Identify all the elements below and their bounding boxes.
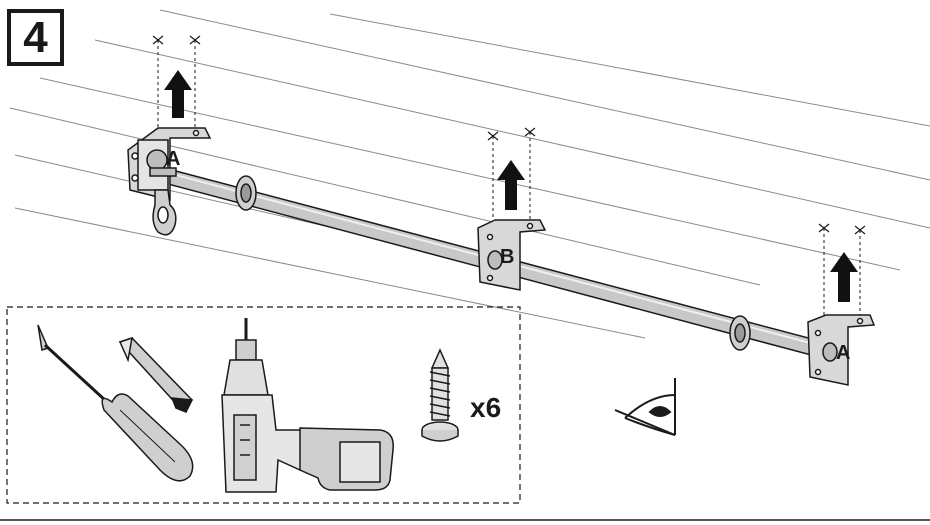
cordless-drill-icon xyxy=(221,318,394,493)
eye-icon xyxy=(614,378,676,436)
bracket-middle xyxy=(477,219,547,291)
screw-quantity: x6 xyxy=(470,392,502,423)
rod-rings xyxy=(235,175,751,351)
bracket-label-left: A xyxy=(166,148,181,170)
bracket-right xyxy=(807,314,876,386)
tools-box xyxy=(6,306,521,504)
step-number: 4 xyxy=(23,12,48,62)
flathead-bit-icon xyxy=(118,336,194,413)
phillips-screwdriver-icon xyxy=(37,324,194,482)
screw-guides xyxy=(157,40,861,315)
bracket-label-middle: B xyxy=(500,246,515,268)
screw-marks xyxy=(152,35,866,235)
bracket-label-right: A xyxy=(836,342,851,364)
step-number-box: 4 xyxy=(7,9,64,66)
screw-icon xyxy=(421,348,459,442)
up-arrow-icon xyxy=(164,70,858,302)
bracket-left xyxy=(127,127,212,236)
